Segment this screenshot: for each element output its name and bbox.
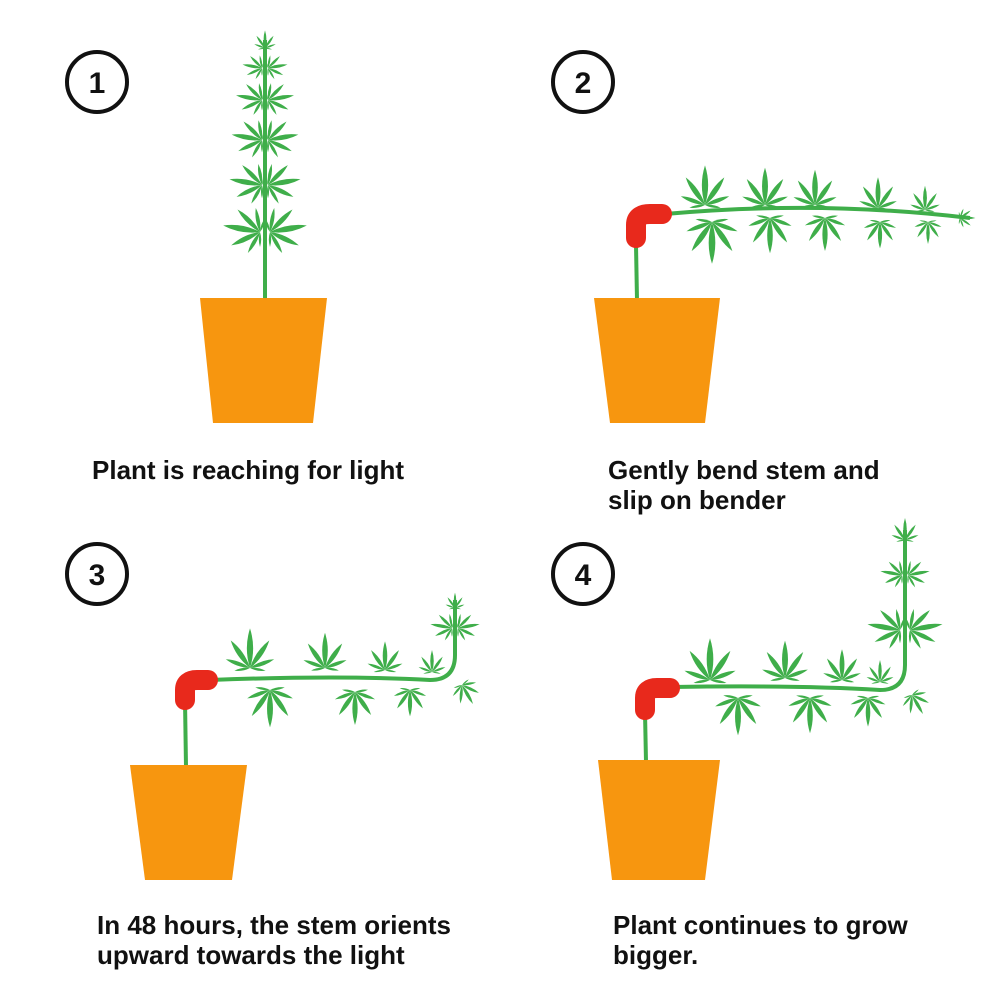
stem [664, 205, 971, 220]
leaf [714, 694, 761, 735]
leaf [686, 218, 739, 264]
step-1-caption: Plant is reaching for light [92, 455, 404, 485]
leaf [246, 686, 293, 727]
leaf [878, 558, 907, 589]
leaf [445, 593, 464, 610]
leaf [761, 641, 808, 682]
leaf [262, 202, 311, 255]
caption-line: Gently bend stem and [608, 455, 880, 485]
stem-bender [635, 678, 680, 720]
caption-line: bigger. [613, 940, 699, 970]
step-4-badge [551, 542, 615, 606]
stem [643, 711, 648, 763]
step-1-illustration: 1 [65, 30, 327, 423]
leaf [228, 116, 268, 160]
pot [130, 765, 247, 880]
leaf [863, 219, 896, 248]
step-3-caption: In 48 hours, the stem orients upward tow… [97, 910, 451, 970]
leaf [741, 168, 788, 209]
leaf [684, 638, 737, 684]
leaf [823, 649, 862, 683]
leaf [262, 79, 296, 117]
leaf [748, 214, 792, 253]
stem [209, 600, 457, 683]
pot [594, 298, 720, 423]
leaf [910, 186, 940, 213]
step-3-badge [65, 542, 129, 606]
leaf [233, 79, 267, 117]
step-4-number: 4 [575, 559, 592, 592]
leaf [958, 208, 975, 227]
leaf [418, 650, 446, 674]
stem-bender [175, 670, 218, 710]
step-2-badge [551, 50, 615, 114]
leaf [264, 52, 290, 80]
step-3-number: 3 [89, 559, 106, 592]
leaf [864, 604, 907, 651]
step-2-illustration: 2 [551, 50, 975, 423]
step-4-caption: Plant continues to grow bigger. [613, 910, 908, 970]
caption-line: upward towards the light [97, 940, 405, 970]
caption-line: Plant continues to grow [613, 910, 908, 940]
step-3-illustration: 3 [65, 542, 485, 880]
leaf [859, 177, 898, 211]
leaf [219, 202, 268, 255]
leaf [428, 611, 457, 642]
leaf [240, 52, 266, 80]
step-1-number: 1 [89, 67, 106, 100]
leaf [680, 165, 730, 209]
leaf [850, 695, 886, 726]
leaf [788, 694, 832, 733]
step-4-illustration: 4 [551, 518, 946, 880]
stem [634, 244, 639, 301]
stem [671, 530, 907, 693]
leaf [254, 30, 276, 49]
leaf [453, 611, 482, 642]
leaf [225, 628, 275, 672]
leaf [226, 159, 269, 206]
stem [183, 699, 188, 768]
caption-line: slip on bender [608, 485, 786, 515]
leaf [899, 686, 935, 721]
caption-line: In 48 hours, the stem orients [97, 910, 451, 940]
leaf [334, 689, 375, 725]
leaf [804, 215, 845, 251]
leaf [914, 220, 942, 244]
leaf [449, 676, 485, 711]
leaf [903, 604, 946, 651]
leaf [793, 170, 837, 209]
leaf [262, 116, 302, 160]
step-2-caption: Gently bend stem and slip on bender [608, 455, 880, 515]
step-2-number: 2 [575, 67, 592, 100]
leaf [866, 660, 894, 684]
leaf [261, 159, 304, 206]
leaf [393, 687, 426, 716]
leaf [891, 518, 919, 542]
step-1-badge [65, 50, 129, 114]
leaf [367, 641, 403, 672]
leaf [903, 558, 932, 589]
pot [200, 298, 327, 423]
pot [598, 760, 720, 880]
caption-line: Plant is reaching for light [92, 455, 405, 485]
stem-bender [626, 204, 672, 248]
leaf [303, 633, 347, 672]
